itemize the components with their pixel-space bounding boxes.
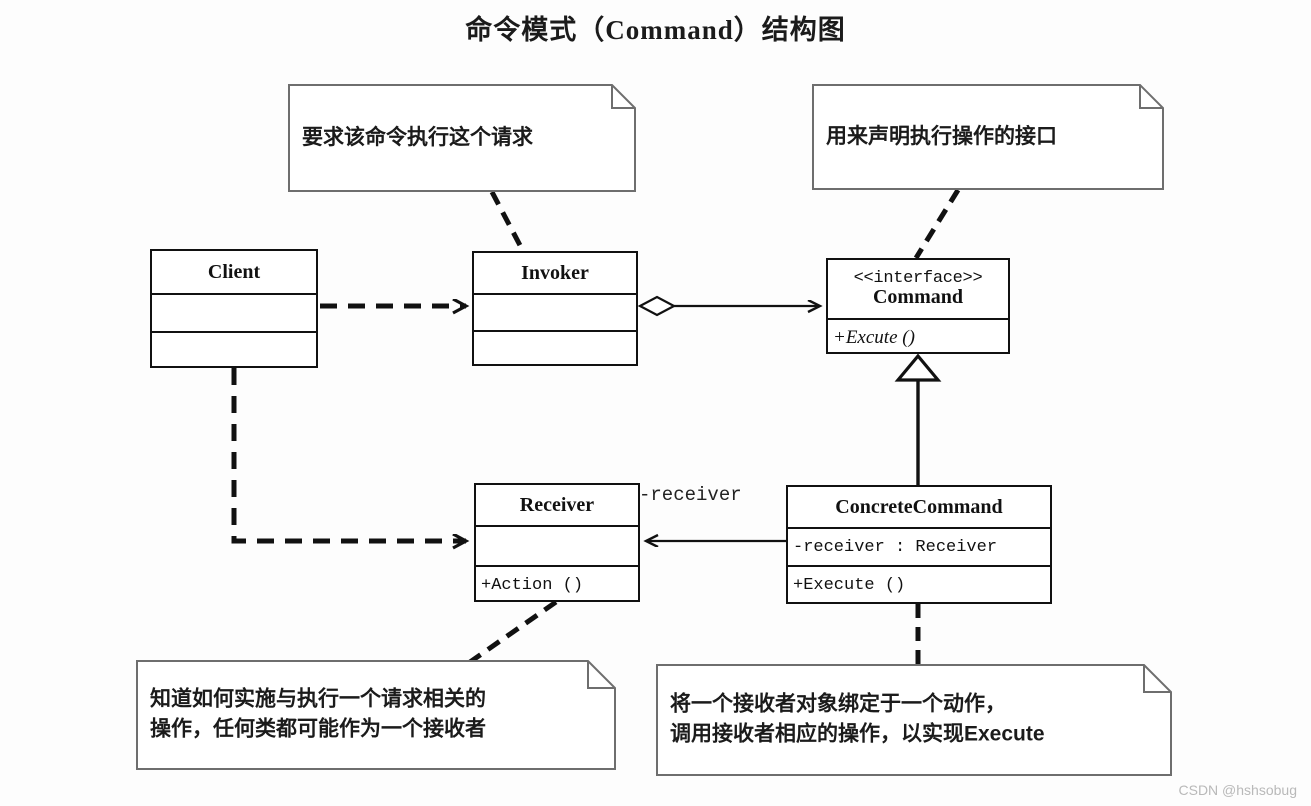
class-operations-compartment: +Action () [476,567,638,604]
note-invoker-text: 要求该命令执行这个请求 [302,125,533,149]
class-operations-command: +Excute () [833,327,915,348]
note-anchor-command [913,188,961,260]
note-shape [288,84,636,192]
class-box-receiver[interactable]: Receiver +Action () [474,483,640,602]
page-title: 命令模式（Command）结构图 [465,15,846,45]
class-attributes-concretecommand: -receiver : Receiver [793,537,998,557]
class-operations-compartment [152,333,316,370]
class-operations-compartment: +Execute () [788,567,1050,604]
note-shape [136,660,616,770]
class-name-compartment: Client [152,251,316,295]
class-name-receiver: Receiver [519,493,595,516]
class-attributes-compartment [152,295,316,333]
class-name-invoker: Invoker [521,261,589,284]
note-concretecommand: 将一个接收者对象绑定于一个动作， 调用接收者相应的操作，以实现Execute [656,664,1172,776]
class-box-command[interactable]: <<interface>> Command +Excute () [826,258,1010,354]
class-stereotype-command: <<interface>> [853,268,983,288]
class-attributes-compartment [474,295,636,332]
note-anchor-invoker [489,190,526,253]
class-name-client: Client [207,260,261,283]
note-invoker: 要求该命令执行这个请求 [288,84,636,192]
class-name-command: <<interface>> Command [828,268,1008,309]
note-command: 用来声明执行操作的接口 [812,84,1164,190]
class-name-compartment: Invoker [474,253,636,295]
class-name-concretecommand: ConcreteCommand [835,495,1003,518]
note-receiver-text: 知道如何实施与执行一个请求相关的 操作，任何类都可能作为一个接收者 [150,687,486,741]
realization-concretecommand-command [894,353,942,485]
note-anchor-receiver [468,599,558,665]
dependency-client-receiver [231,368,466,541]
note-concretecommand-text: 将一个接收者对象绑定于一个动作， 调用接收者相应的操作，以实现Execute [670,692,1045,746]
class-box-invoker[interactable]: Invoker [472,251,638,366]
class-operations-concretecommand: +Execute () [793,576,906,595]
note-shape [656,664,1172,776]
class-name-compartment: <<interface>> Command [828,260,1008,320]
note-receiver: 知道如何实施与执行一个请求相关的 操作，任何类都可能作为一个接收者 [136,660,616,770]
class-name-compartment: Receiver [476,485,638,527]
watermark: CSDN @hshsobug [1178,782,1298,798]
class-operations-receiver: +Action () [481,576,584,595]
association-role-label-receiver: -receiver [639,484,742,506]
note-shape [812,84,1164,190]
class-attributes-compartment [476,527,638,567]
class-box-client[interactable]: Client [150,249,318,368]
note-command-text: 用来声明执行操作的接口 [826,124,1057,148]
class-name-command-text: Command [872,286,963,309]
class-operations-compartment [474,332,636,368]
aggregation-invoker-command [637,295,820,317]
class-attributes-compartment: -receiver : Receiver [788,529,1050,567]
class-name-compartment: ConcreteCommand [788,487,1050,529]
class-box-concretecommand[interactable]: ConcreteCommand -receiver : Receiver +Ex… [786,485,1052,604]
class-operations-compartment: +Excute () [828,320,1008,356]
